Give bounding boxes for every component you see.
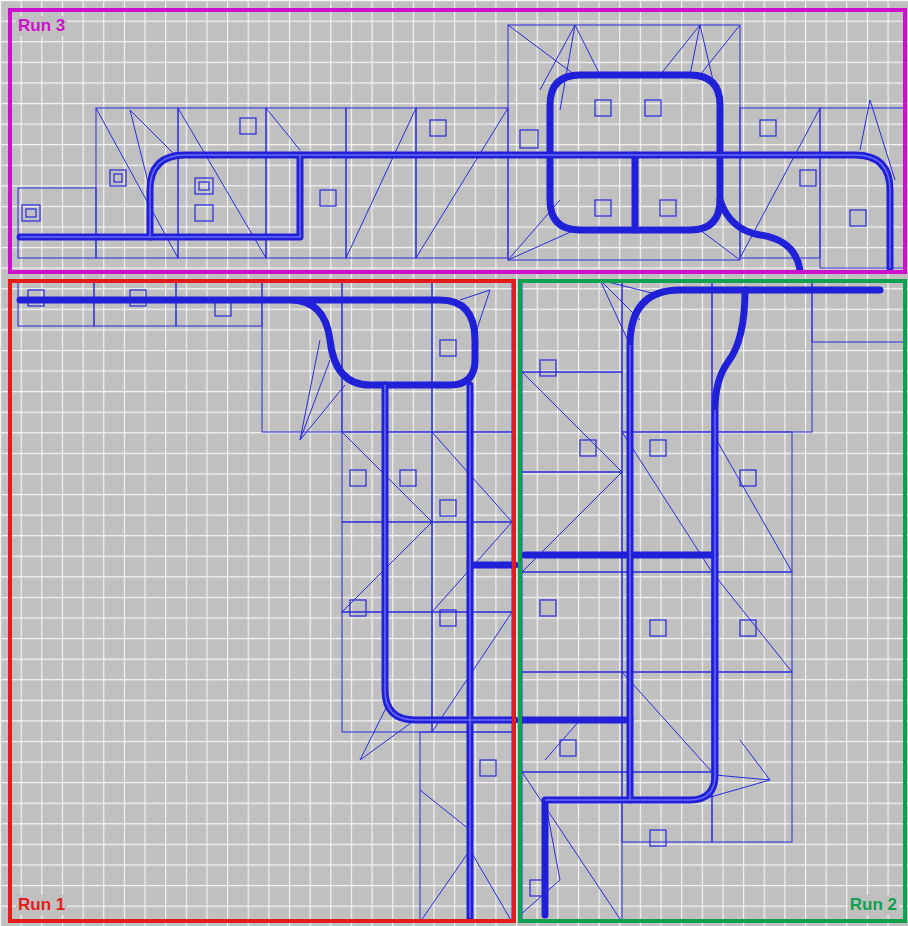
run-label: Run 2 [848, 895, 899, 915]
track-centerlines [20, 155, 890, 918]
run-region: Run 2 [518, 279, 907, 923]
run-label: Run 1 [16, 895, 67, 915]
track-roads [20, 75, 890, 918]
mesh-tiles [18, 25, 906, 922]
run-label: Run 3 [16, 16, 67, 36]
run-region: Run 1 [8, 279, 516, 923]
run-region: Run 3 [8, 8, 907, 274]
building-markers [22, 100, 866, 896]
